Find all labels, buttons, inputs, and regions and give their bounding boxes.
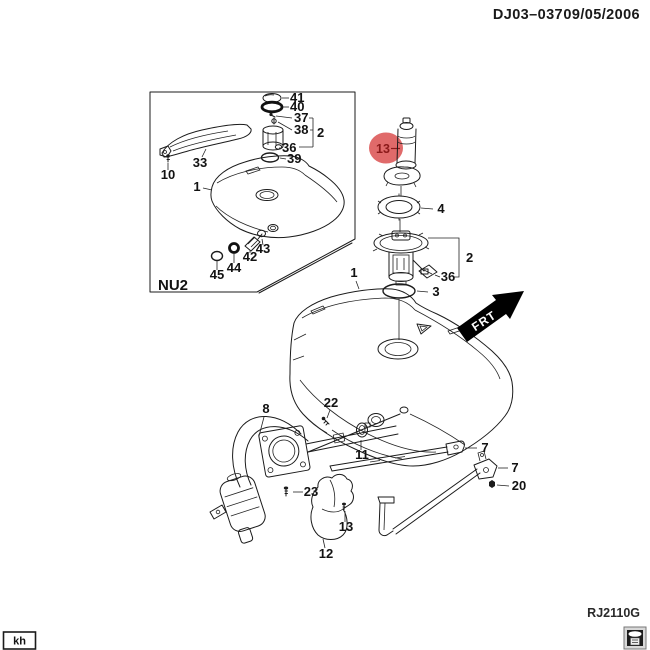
callout-20-label[interactable]: 20 xyxy=(512,478,526,493)
callout-10-label[interactable]: 10 xyxy=(161,167,175,182)
callout-22-label[interactable]: 22 xyxy=(324,395,338,410)
part-fuel-tank-inset xyxy=(210,155,345,239)
doc-date: 09/05/2006 xyxy=(563,7,640,23)
part-shield-inset xyxy=(159,123,252,158)
part-pump-module[interactable] xyxy=(372,230,430,286)
callout-2-inset[interactable]: 2 xyxy=(299,117,324,148)
callout-13-lower-label[interactable]: 13 xyxy=(339,519,353,534)
part-bolt-23[interactable] xyxy=(283,486,289,497)
callout-37[interactable]: 37 xyxy=(275,110,308,125)
callout-44[interactable]: 44 xyxy=(227,254,242,275)
part-bolt-22[interactable] xyxy=(321,416,330,426)
callout-44-label[interactable]: 44 xyxy=(227,260,242,275)
assembly-axis-line xyxy=(398,186,402,340)
initials-label: kh xyxy=(13,636,26,648)
callout-41[interactable]: 41 xyxy=(282,90,304,105)
callout-45[interactable]: 45 xyxy=(210,261,224,282)
callout-1-main-label[interactable]: 1 xyxy=(350,265,357,280)
callout-11-label[interactable]: 11 xyxy=(355,447,369,462)
callout-7-front[interactable]: 7 xyxy=(465,440,489,455)
callout-41-label[interactable]: 41 xyxy=(290,90,304,105)
callout-11[interactable]: 11 xyxy=(355,440,369,462)
part-pump-gasket[interactable] xyxy=(377,193,421,221)
callout-1-inset[interactable]: 1 xyxy=(193,179,213,194)
callout-20[interactable]: 20 xyxy=(496,478,526,493)
part-lock-ring-44-inset xyxy=(228,242,240,254)
callout-3[interactable]: 3 xyxy=(416,284,440,299)
callout-13-highlight-label[interactable]: 13 xyxy=(376,142,390,156)
part-clip-inset xyxy=(269,112,276,118)
callout-2-inset-label[interactable]: 2 xyxy=(317,125,324,140)
part-nut-20[interactable] xyxy=(489,480,495,488)
inset-frame: NU2 xyxy=(149,91,356,294)
callout-36-inset[interactable]: 36 xyxy=(279,140,296,155)
part-filler-pipe[interactable] xyxy=(209,413,401,545)
callout-33-label[interactable]: 33 xyxy=(193,155,207,170)
part-sender-module-inset xyxy=(262,125,284,151)
callout-7-front-label[interactable]: 7 xyxy=(481,440,488,455)
part-strap-front[interactable] xyxy=(329,440,465,472)
callout-10[interactable]: 10 xyxy=(161,163,175,182)
callout-23[interactable]: 23 xyxy=(293,484,318,499)
callout-2-main-label[interactable]: 2 xyxy=(466,250,473,265)
part-clamp[interactable] xyxy=(356,422,371,438)
part-seal-main[interactable] xyxy=(418,264,438,279)
callout-38[interactable]: 38 xyxy=(277,121,308,137)
callout-12-label[interactable]: 12 xyxy=(319,546,333,561)
drawing-code: RJ2110G xyxy=(587,606,640,620)
initials-badge: kh xyxy=(2,631,37,650)
callout-13-lower[interactable]: 13 xyxy=(339,511,353,534)
callout-3-label[interactable]: 3 xyxy=(432,284,439,299)
callout-1-main[interactable]: 1 xyxy=(350,265,360,290)
frt-arrow: FRT xyxy=(457,291,524,342)
part-lock-ring-inset xyxy=(260,100,284,114)
lamp-icon[interactable] xyxy=(623,626,647,650)
callout-39-label[interactable]: 39 xyxy=(287,151,301,166)
part-valve-inset xyxy=(271,117,277,125)
part-cover[interactable] xyxy=(310,473,354,540)
callout-40[interactable]: 40 xyxy=(283,99,304,114)
callout-1-inset-label[interactable]: 1 xyxy=(193,179,200,194)
callout-7-rear[interactable]: 7 xyxy=(498,460,519,475)
part-fuel-pump[interactable]: 13 xyxy=(369,117,421,188)
callout-2-main[interactable]: 2 xyxy=(428,237,473,278)
callout-42-label[interactable]: 42 xyxy=(243,249,257,264)
part-bolt-13[interactable] xyxy=(342,502,346,511)
part-screw-10-inset xyxy=(166,154,170,163)
callout-42[interactable]: 42 xyxy=(243,249,257,264)
callout-33[interactable]: 33 xyxy=(193,148,207,170)
callout-37-label[interactable]: 37 xyxy=(294,110,308,125)
callout-7-rear-label[interactable]: 7 xyxy=(511,460,518,475)
callout-45-label[interactable]: 45 xyxy=(210,267,224,282)
callout-36-main[interactable]: 36 xyxy=(434,269,455,284)
callout-36-inset-label[interactable]: 36 xyxy=(282,140,296,155)
part-seal-inset xyxy=(274,144,283,150)
callout-39[interactable]: 39 xyxy=(279,151,301,166)
part-seal-ring-43-inset xyxy=(257,229,266,238)
part-oring-main[interactable] xyxy=(382,283,416,299)
doc-code: DJ03–037 xyxy=(493,7,563,23)
callout-8-label[interactable]: 8 xyxy=(262,401,269,416)
callout-40-label[interactable]: 40 xyxy=(290,99,304,114)
callout-22[interactable]: 22 xyxy=(324,395,338,419)
part-oring-45-inset xyxy=(210,250,224,262)
callout-12[interactable]: 12 xyxy=(319,538,333,561)
callout-38-label[interactable]: 38 xyxy=(294,122,308,137)
callout-43-label[interactable]: 43 xyxy=(256,241,270,256)
highlight-blob[interactable] xyxy=(369,132,403,164)
inset-frame-label: NU2 xyxy=(158,277,188,294)
callout-8[interactable]: 8 xyxy=(258,401,270,437)
callout-4[interactable]: 4 xyxy=(420,201,445,216)
callout-43[interactable]: 43 xyxy=(256,238,270,256)
callout-36-main-label[interactable]: 36 xyxy=(441,269,455,284)
callout-23-label[interactable]: 23 xyxy=(304,484,318,499)
callout-4-label[interactable]: 4 xyxy=(437,201,445,216)
frt-arrow-shape xyxy=(457,291,524,342)
part-strap-rear[interactable] xyxy=(377,450,498,537)
